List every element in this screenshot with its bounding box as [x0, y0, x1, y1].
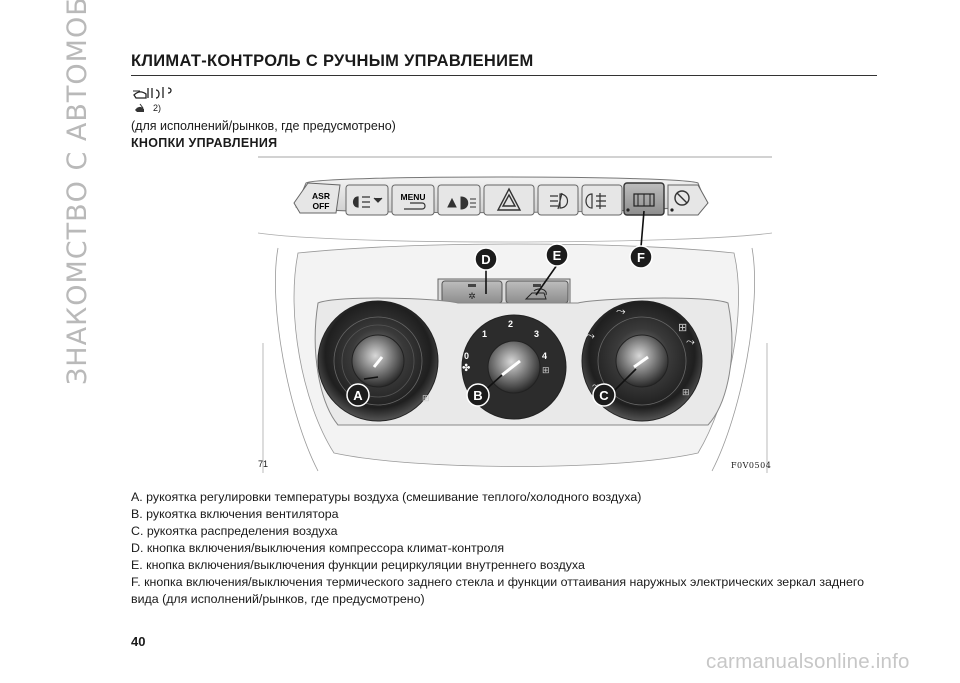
- legend-item-e: E. кнопка включения/выключения функции р…: [131, 558, 585, 572]
- temperature-knob[interactable]: ⊞: [317, 300, 439, 422]
- legend-item-f-cont: вида (для исполнений/рынков, где предусм…: [131, 592, 425, 606]
- callout-a: A: [346, 383, 370, 407]
- legend-item-b: B. рукоятка включения вентилятора: [131, 507, 339, 521]
- ac-compressor-button[interactable]: ✲: [441, 280, 503, 304]
- headlight-leveling-icon: [352, 196, 383, 208]
- recirc-indicator-led: [533, 284, 541, 287]
- caution-hand-icon: [135, 103, 144, 112]
- feet-windshield-icon: ⤳: [686, 336, 695, 348]
- callout-f: F: [629, 245, 653, 269]
- menu-label: MENU: [400, 192, 425, 202]
- warning-symbols: [132, 85, 178, 101]
- warning-note-ref: 2): [153, 103, 162, 113]
- front-fog-button[interactable]: [537, 184, 579, 216]
- fan-scale-3: 3: [534, 329, 539, 339]
- recirculation-car-icon: [524, 288, 547, 300]
- figure-code: F0V0504: [731, 461, 772, 470]
- callout-b: B: [466, 383, 490, 407]
- callout-c: C: [592, 383, 616, 407]
- rear-defrost-button[interactable]: [623, 182, 665, 216]
- up-arrow-light-icon: [447, 196, 476, 210]
- warning-reference: 2): [134, 103, 161, 113]
- ac-indicator-led: [468, 284, 476, 287]
- defrost-mark-icon: ⊞: [422, 393, 430, 403]
- callout-e: E: [545, 243, 569, 267]
- fan-scale-4: 4: [542, 351, 547, 361]
- svg-text:A: A: [353, 388, 363, 403]
- watermark: carmanualsonline.info: [706, 650, 910, 673]
- callout-d: D: [474, 247, 498, 271]
- svg-text:D: D: [481, 252, 490, 267]
- legend-item-d: D. кнопка включения/выключения компрессо…: [131, 541, 505, 555]
- rear-fog-button[interactable]: [581, 184, 623, 216]
- page-number: 40: [131, 634, 146, 649]
- figure-side-label: 71: [258, 459, 269, 469]
- svg-text:E: E: [553, 248, 562, 263]
- fan-scale-0: 0: [464, 351, 469, 361]
- rear-fog-icon: [585, 193, 606, 209]
- recirculation-button[interactable]: [505, 280, 569, 304]
- asr-off-button[interactable]: ASR OFF: [293, 182, 341, 214]
- headlight-adjust-button[interactable]: [345, 184, 389, 216]
- section-side-title: ЗНАКОМСТВО С АВТОМОБИЛЕМ: [62, 0, 93, 385]
- indicator-led: [626, 208, 630, 212]
- heading-divider: [131, 75, 877, 76]
- hazard-triangle-icon: [496, 187, 522, 211]
- availability-note: (для исполнений/рынков, где предусмотрен…: [131, 119, 396, 133]
- face-vent-icon: ⤳: [616, 304, 626, 318]
- defrost-icon: ⊞: [682, 387, 690, 397]
- climate-panel-illustration: ASR OFF MENU: [257, 156, 773, 473]
- legend-item-f: F. кнопка включения/выключения термическ…: [131, 575, 865, 589]
- windshield-icon: ⊞: [678, 322, 687, 334]
- prohibition-icon: [674, 190, 690, 206]
- menu-button[interactable]: MENU: [391, 184, 435, 216]
- page-heading: КЛИМАТ-КОНТРОЛЬ С РУЧНЫМ УПРАВЛЕНИЕМ: [131, 52, 534, 70]
- fan-icon: ✤: [462, 363, 470, 374]
- return-arrow-icon: [404, 202, 426, 210]
- svg-text:C: C: [599, 388, 609, 403]
- climate-panel-figure: ASR OFF MENU: [257, 153, 773, 475]
- subheading: КНОПКИ УПРАВЛЕНИЯ: [131, 136, 278, 150]
- fan-scale-2: 2: [508, 319, 513, 329]
- legend-list: A. рукоятка регулировки температуры возд…: [131, 489, 891, 608]
- hand-warning-icon: [133, 87, 172, 99]
- svg-text:F: F: [637, 250, 645, 265]
- legend-item-a: A. рукоятка регулировки температуры возд…: [131, 490, 642, 504]
- svg-text:B: B: [473, 388, 482, 403]
- off-label: OFF: [313, 201, 330, 211]
- fan-scale-1: 1: [482, 329, 487, 339]
- face-feet-vent-icon: ⤳: [586, 330, 595, 342]
- disable-button[interactable]: [667, 184, 709, 216]
- hazard-button[interactable]: [483, 184, 535, 216]
- max-defrost-icon: ⊞: [542, 365, 550, 375]
- light-adjust-button[interactable]: [437, 184, 481, 216]
- front-fog-icon: [550, 192, 569, 210]
- asr-label: ASR: [312, 191, 330, 201]
- legend-item-c: C. рукоятка распределения воздуха: [131, 524, 338, 538]
- snowflake-icon: ✲: [468, 291, 476, 301]
